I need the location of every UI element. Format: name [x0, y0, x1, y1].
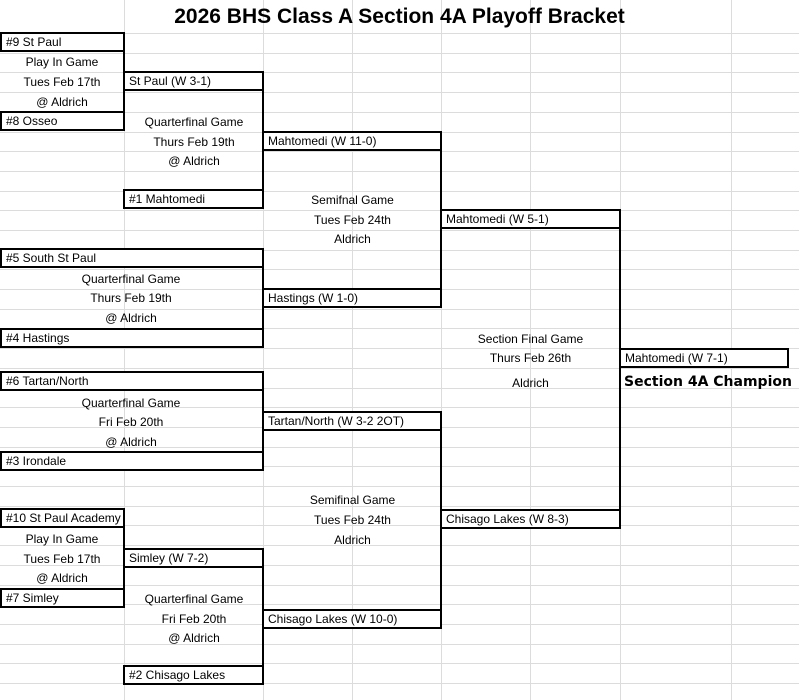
- champion-label: Section 4A Champion: [624, 374, 792, 390]
- playin1-game-label: Play In Game: [25, 55, 99, 69]
- qf4-venue: @ Aldrich: [168, 631, 220, 645]
- qf1-date: Thurs Feb 19th: [153, 135, 235, 149]
- sf2-winner[interactable]: Chisago Lakes (W 8-3): [440, 509, 621, 529]
- qf4-game-label: Quarterfinal Game: [144, 592, 244, 606]
- bracket-title: 2026 BHS Class A Section 4A Playoff Brac…: [174, 5, 625, 28]
- seed-9-st-paul[interactable]: #9 St Paul: [0, 32, 125, 52]
- sf1-date: Tues Feb 24th: [314, 213, 391, 227]
- qf3-venue: @ Aldrich: [105, 435, 157, 449]
- connector: [440, 131, 442, 308]
- final-date: Thurs Feb 26th: [489, 351, 572, 365]
- seed-10-st-paul-academy[interactable]: #10 St Paul Academy: [0, 508, 125, 528]
- connector: [123, 32, 125, 131]
- final-game-label: Section Final Game: [477, 332, 584, 346]
- seed-1-mahtomedi[interactable]: #1 Mahtomedi: [123, 189, 264, 209]
- seed-2-chisago-lakes[interactable]: #2 Chisago Lakes: [123, 665, 264, 685]
- qf1-game-label: Quarterfinal Game: [144, 115, 244, 129]
- sf2-game-label: Semifinal Game: [309, 493, 396, 507]
- sf1-game-label: Semifnal Game: [311, 193, 394, 207]
- playin2-date: Tues Feb 17th: [23, 552, 101, 566]
- seed-5-south-st-paul[interactable]: #5 South St Paul: [0, 248, 264, 268]
- seed-4-hastings[interactable]: #4 Hastings: [0, 328, 264, 348]
- connector: [123, 508, 125, 608]
- seed-8-osseo[interactable]: #8 Osseo: [0, 111, 125, 131]
- playin1-winner[interactable]: St Paul (W 3-1): [123, 71, 264, 91]
- qf3-date: Fri Feb 20th: [98, 415, 164, 429]
- qf4-date: Fri Feb 20th: [161, 612, 227, 626]
- playin2-winner[interactable]: Simley (W 7-2): [123, 548, 264, 568]
- qf1-winner[interactable]: Mahtomedi (W 11-0): [262, 131, 442, 151]
- connector: [262, 71, 264, 209]
- qf3-game-label: Quarterfinal Game: [81, 396, 181, 410]
- connector: [619, 209, 621, 529]
- qf2-venue: @ Aldrich: [105, 311, 157, 325]
- connector: [262, 548, 264, 685]
- connector: [262, 371, 264, 471]
- seed-6-tartan-north[interactable]: #6 Tartan/North: [0, 371, 264, 391]
- qf4-winner[interactable]: Chisago Lakes (W 10-0): [262, 609, 442, 629]
- sf1-winner[interactable]: Mahtomedi (W 5-1): [440, 209, 621, 229]
- sf1-venue: Aldrich: [334, 232, 371, 246]
- playin2-venue: @ Aldrich: [36, 571, 88, 585]
- seed-3-irondale[interactable]: #3 Irondale: [0, 451, 264, 471]
- qf3-winner[interactable]: Tartan/North (W 3-2 2OT): [262, 411, 442, 431]
- playin1-venue: @ Aldrich: [36, 95, 88, 109]
- qf2-winner[interactable]: Hastings (W 1-0): [262, 288, 442, 308]
- sf2-date: Tues Feb 24th: [314, 513, 391, 527]
- seed-7-simley[interactable]: #7 Simley: [0, 588, 125, 608]
- qf2-date: Thurs Feb 19th: [90, 291, 172, 305]
- playin1-date: Tues Feb 17th: [23, 75, 101, 89]
- qf1-venue: @ Aldrich: [168, 154, 220, 168]
- qf2-game-label: Quarterfinal Game: [81, 272, 181, 286]
- playin2-game-label: Play In Game: [25, 532, 99, 546]
- connector: [440, 411, 442, 629]
- connector: [262, 248, 264, 348]
- sf2-venue: Aldrich: [334, 533, 371, 547]
- final-winner[interactable]: Mahtomedi (W 7-1): [619, 348, 789, 368]
- final-venue: Aldrich: [512, 376, 549, 390]
